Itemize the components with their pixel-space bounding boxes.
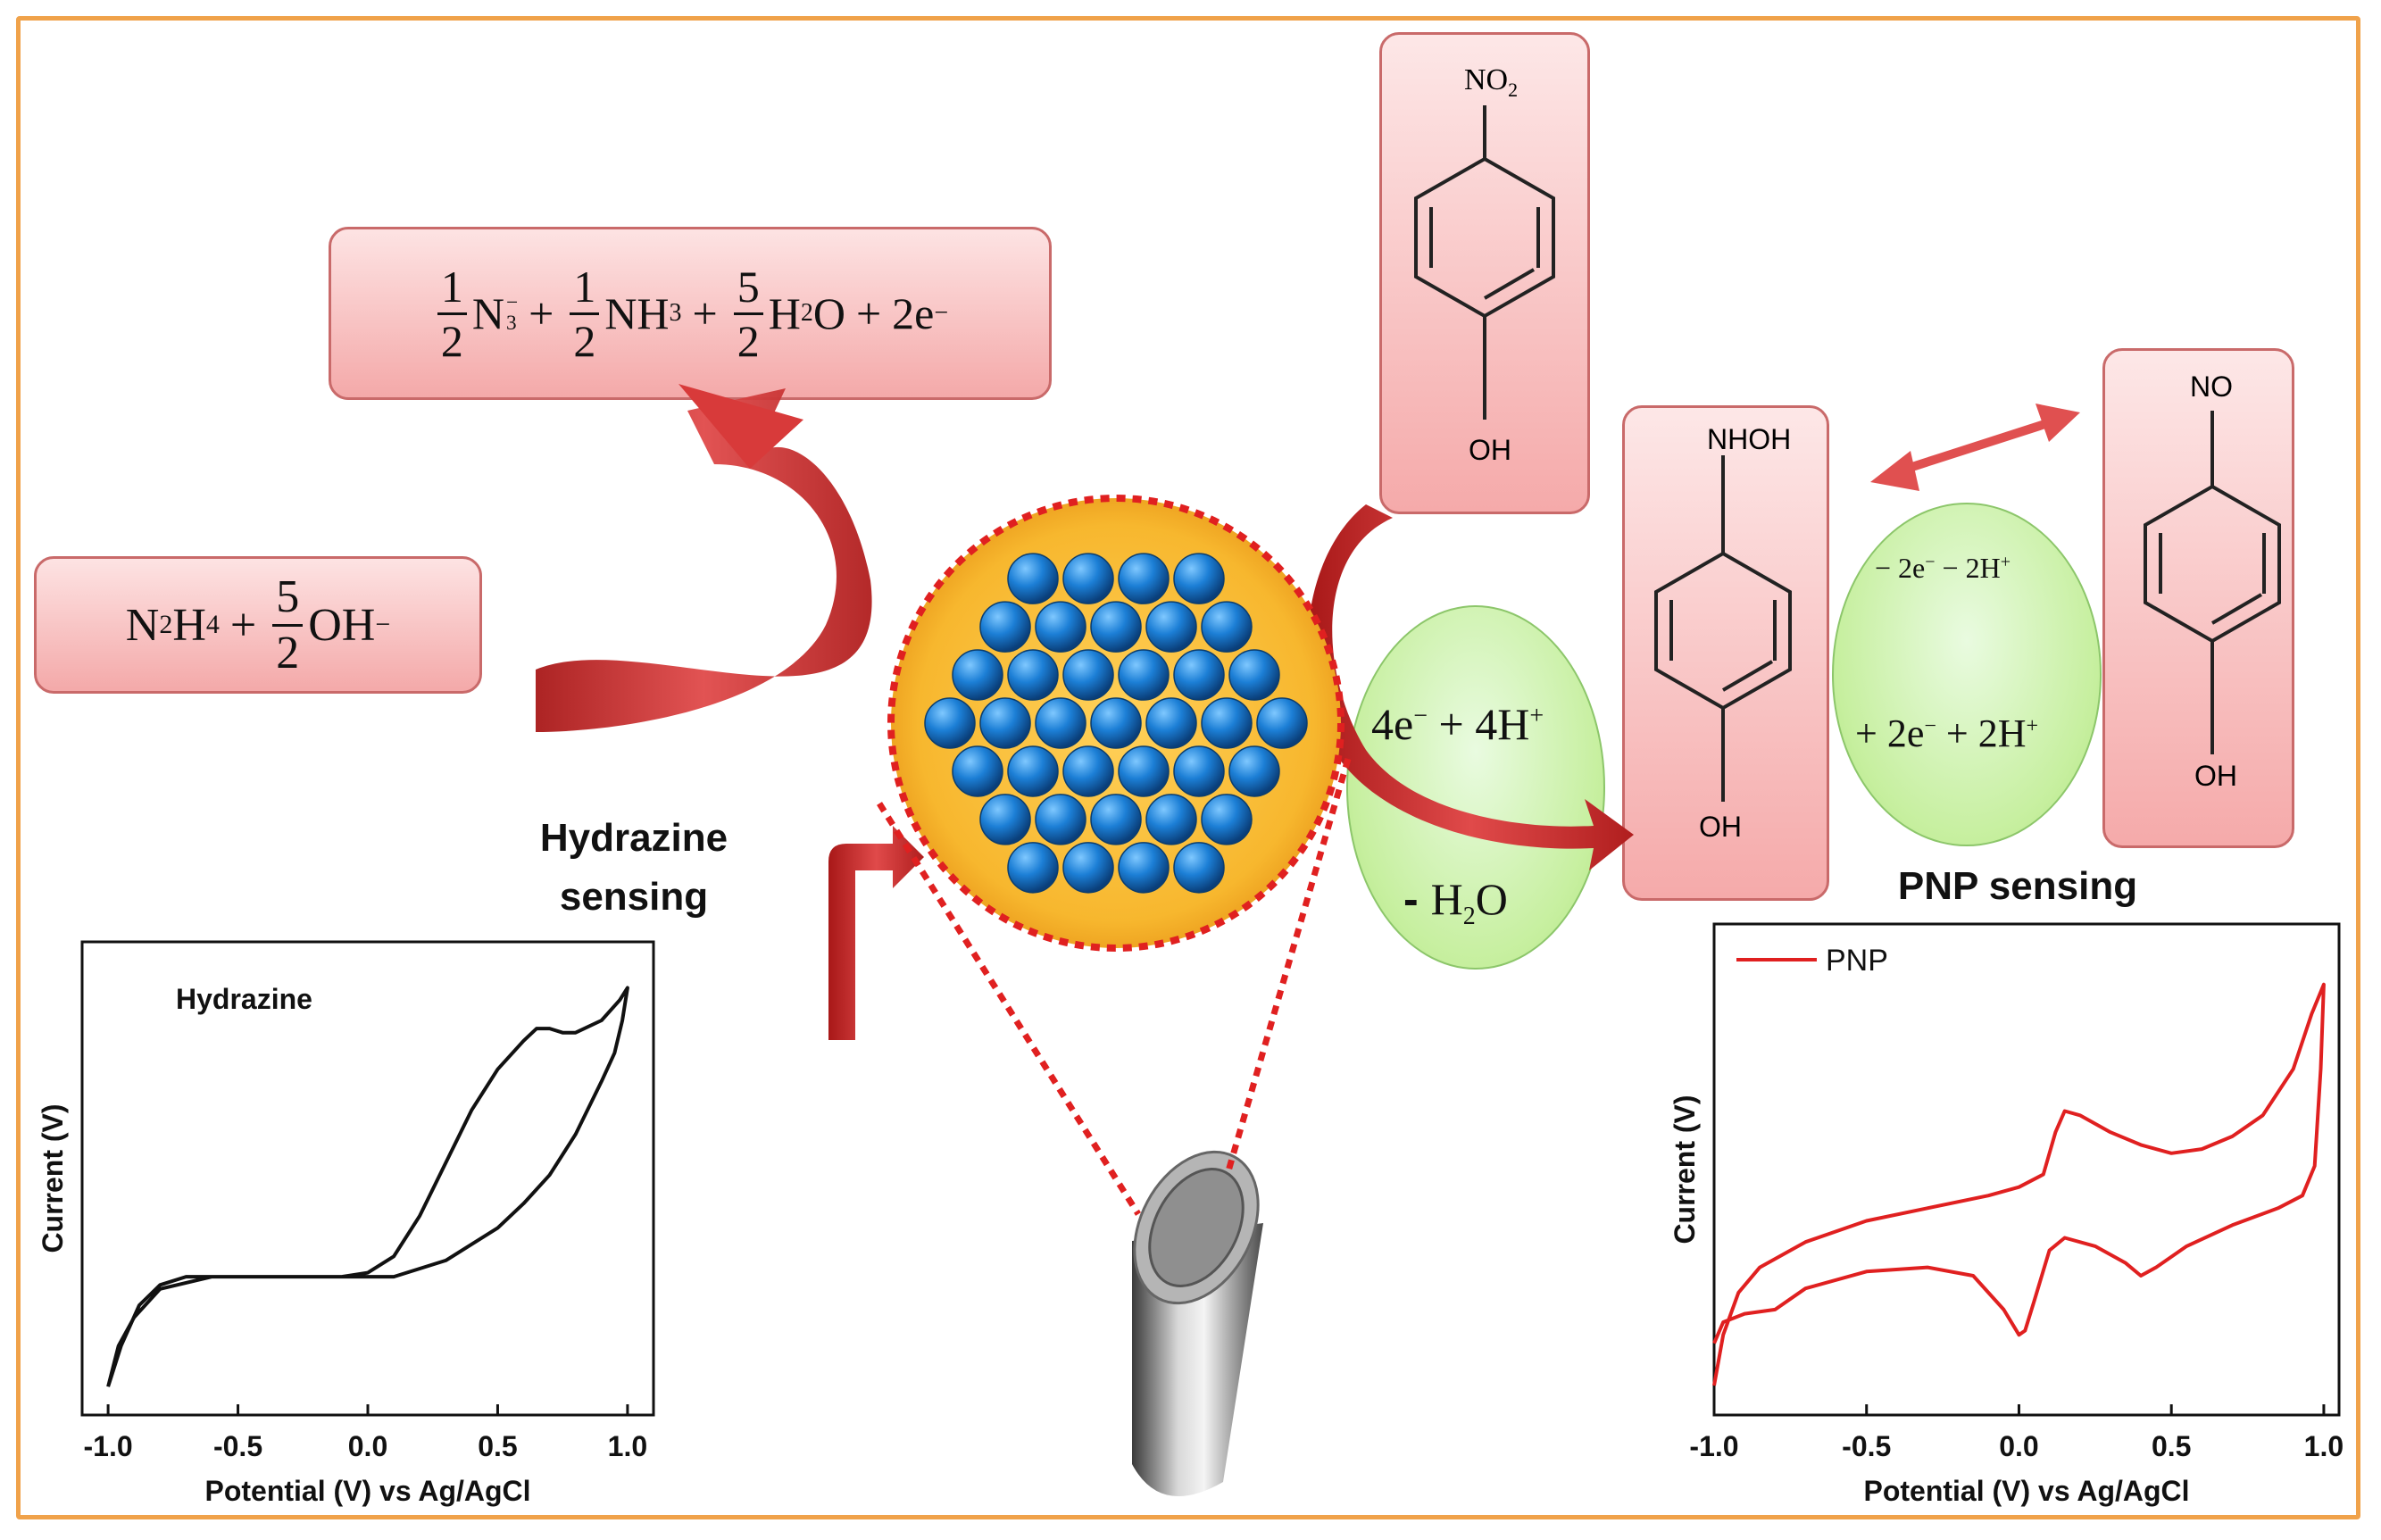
nanoparticle-bead [1228,745,1280,797]
pnp-top-group: NO2 [1464,63,1518,101]
y-axis-label: Current (V) [1669,1095,1701,1244]
nitroso-bottom-group: OH [2194,760,2237,792]
x-tick-label: -1.0 [84,1430,133,1462]
nitroso-molecule-box [2102,348,2294,848]
nitroso-molecule-structure [2144,411,2281,754]
electrode-tube [1132,1150,1263,1496]
oxidation-text: − 2e− − 2H+ [1875,552,2011,584]
nanoparticle-bead [1090,697,1142,749]
nanoparticle-bead [1090,794,1142,845]
nitroso-top-group: NO [2190,370,2233,403]
nanoparticle-bead [1062,745,1114,797]
nanoparticle-bead [1228,649,1280,701]
reduction-text: + 2e− + 2H+ [1855,712,2039,755]
nanoparticle-bead [952,649,1003,701]
nanoparticle-bead [1007,745,1059,797]
plot-area-frame [1712,922,2341,1417]
nanoparticle-bead [1173,745,1225,797]
hydrazine-arrow-head [679,384,803,469]
y-axis-label: Current (V) [37,1103,69,1253]
nanoparticle-bead [1145,601,1197,653]
nanoparticle-bead [1118,553,1170,604]
hydrazine-oxidation-arrow [536,388,872,732]
nanoparticle-bead [1145,794,1197,845]
nanoparticle-bead [924,697,976,749]
nanoparticle-bead [979,601,1031,653]
equilibrium-double-arrow [1870,404,2080,491]
series-line [1712,982,2326,1386]
pnp-reduction-arrow [1307,504,1634,870]
x-tick-label: 0.5 [2152,1430,2191,1462]
nanoparticle-bead [1118,842,1170,894]
nanoparticle-bead [979,697,1031,749]
hydroxylamine-top-group: NHOH [1707,423,1791,455]
nanoparticle-bead [1035,794,1086,845]
nanoparticle-bead [1145,697,1197,749]
chart-annotation: Hydrazine [176,983,312,1015]
nanoparticle-bead [952,745,1003,797]
figure-border [16,16,2360,1519]
x-tick-label: 0.5 [478,1430,517,1462]
nanoparticle-bead [1118,745,1170,797]
hydroxylamine-bottom-group: OH [1699,811,1742,843]
nanoparticle-bead [1035,697,1086,749]
plot-area-frame [80,940,655,1417]
nanocomposite-particle [887,495,1345,952]
nanoparticle-bead [1173,842,1225,894]
nanoparticle-bead [1062,842,1114,894]
nanoparticle-bead [1256,697,1308,749]
redox-ellipse [1832,503,2102,846]
x-tick-label: -0.5 [213,1430,262,1462]
nanoparticle-bead [979,794,1031,845]
electrode-feed-arrow [828,826,924,1040]
pnp-sensing-label: PNP sensing [1897,864,2138,908]
x-tick-label: -1.0 [1689,1430,1738,1462]
x-axis-label: Potential (V) vs Ag/AgCl [204,1475,530,1507]
nanoparticle-bead [1118,649,1170,701]
x-tick-label: -0.5 [1842,1430,1891,1462]
reduction-electrons-text: 4e− + 4H+ [1371,699,1544,749]
nanoparticle-bead [1007,842,1059,894]
nanoparticle-bead [1173,553,1225,604]
hydroxylamine-molecule-structure [1654,455,1792,802]
x-tick-label: 0.0 [1999,1430,2038,1462]
zoom-dashed-lines [877,758,1352,1216]
x-tick-label: 1.0 [2304,1430,2344,1462]
nanoparticle-bead [1090,601,1142,653]
nanoparticle-bead [1062,649,1114,701]
nanoparticle-bead [1201,794,1253,845]
series-line [106,986,629,1387]
pnp-bottom-group: OH [1469,434,1511,466]
nanoparticle-bead [1007,553,1059,604]
pnp-molecule-structure [1414,105,1555,420]
legend-label: PNP [1826,944,1888,978]
nanoparticle-bead [1201,601,1253,653]
nanoparticle-bead [1062,553,1114,604]
x-axis-label: Potential (V) vs Ag/AgCl [1863,1475,2189,1507]
water-loss-text: -H2O [1403,874,1508,930]
hydrazine-sensing-label: Hydrazine sensing [539,816,728,919]
nanoparticle-bead [1201,697,1253,749]
nanoparticle-bead [1007,649,1059,701]
nanoparticle-beads [924,553,1308,894]
x-tick-label: 0.0 [348,1430,387,1462]
nanoparticle-bead [1035,601,1086,653]
x-tick-label: 1.0 [608,1430,647,1462]
nanoparticle-bead [1173,649,1225,701]
